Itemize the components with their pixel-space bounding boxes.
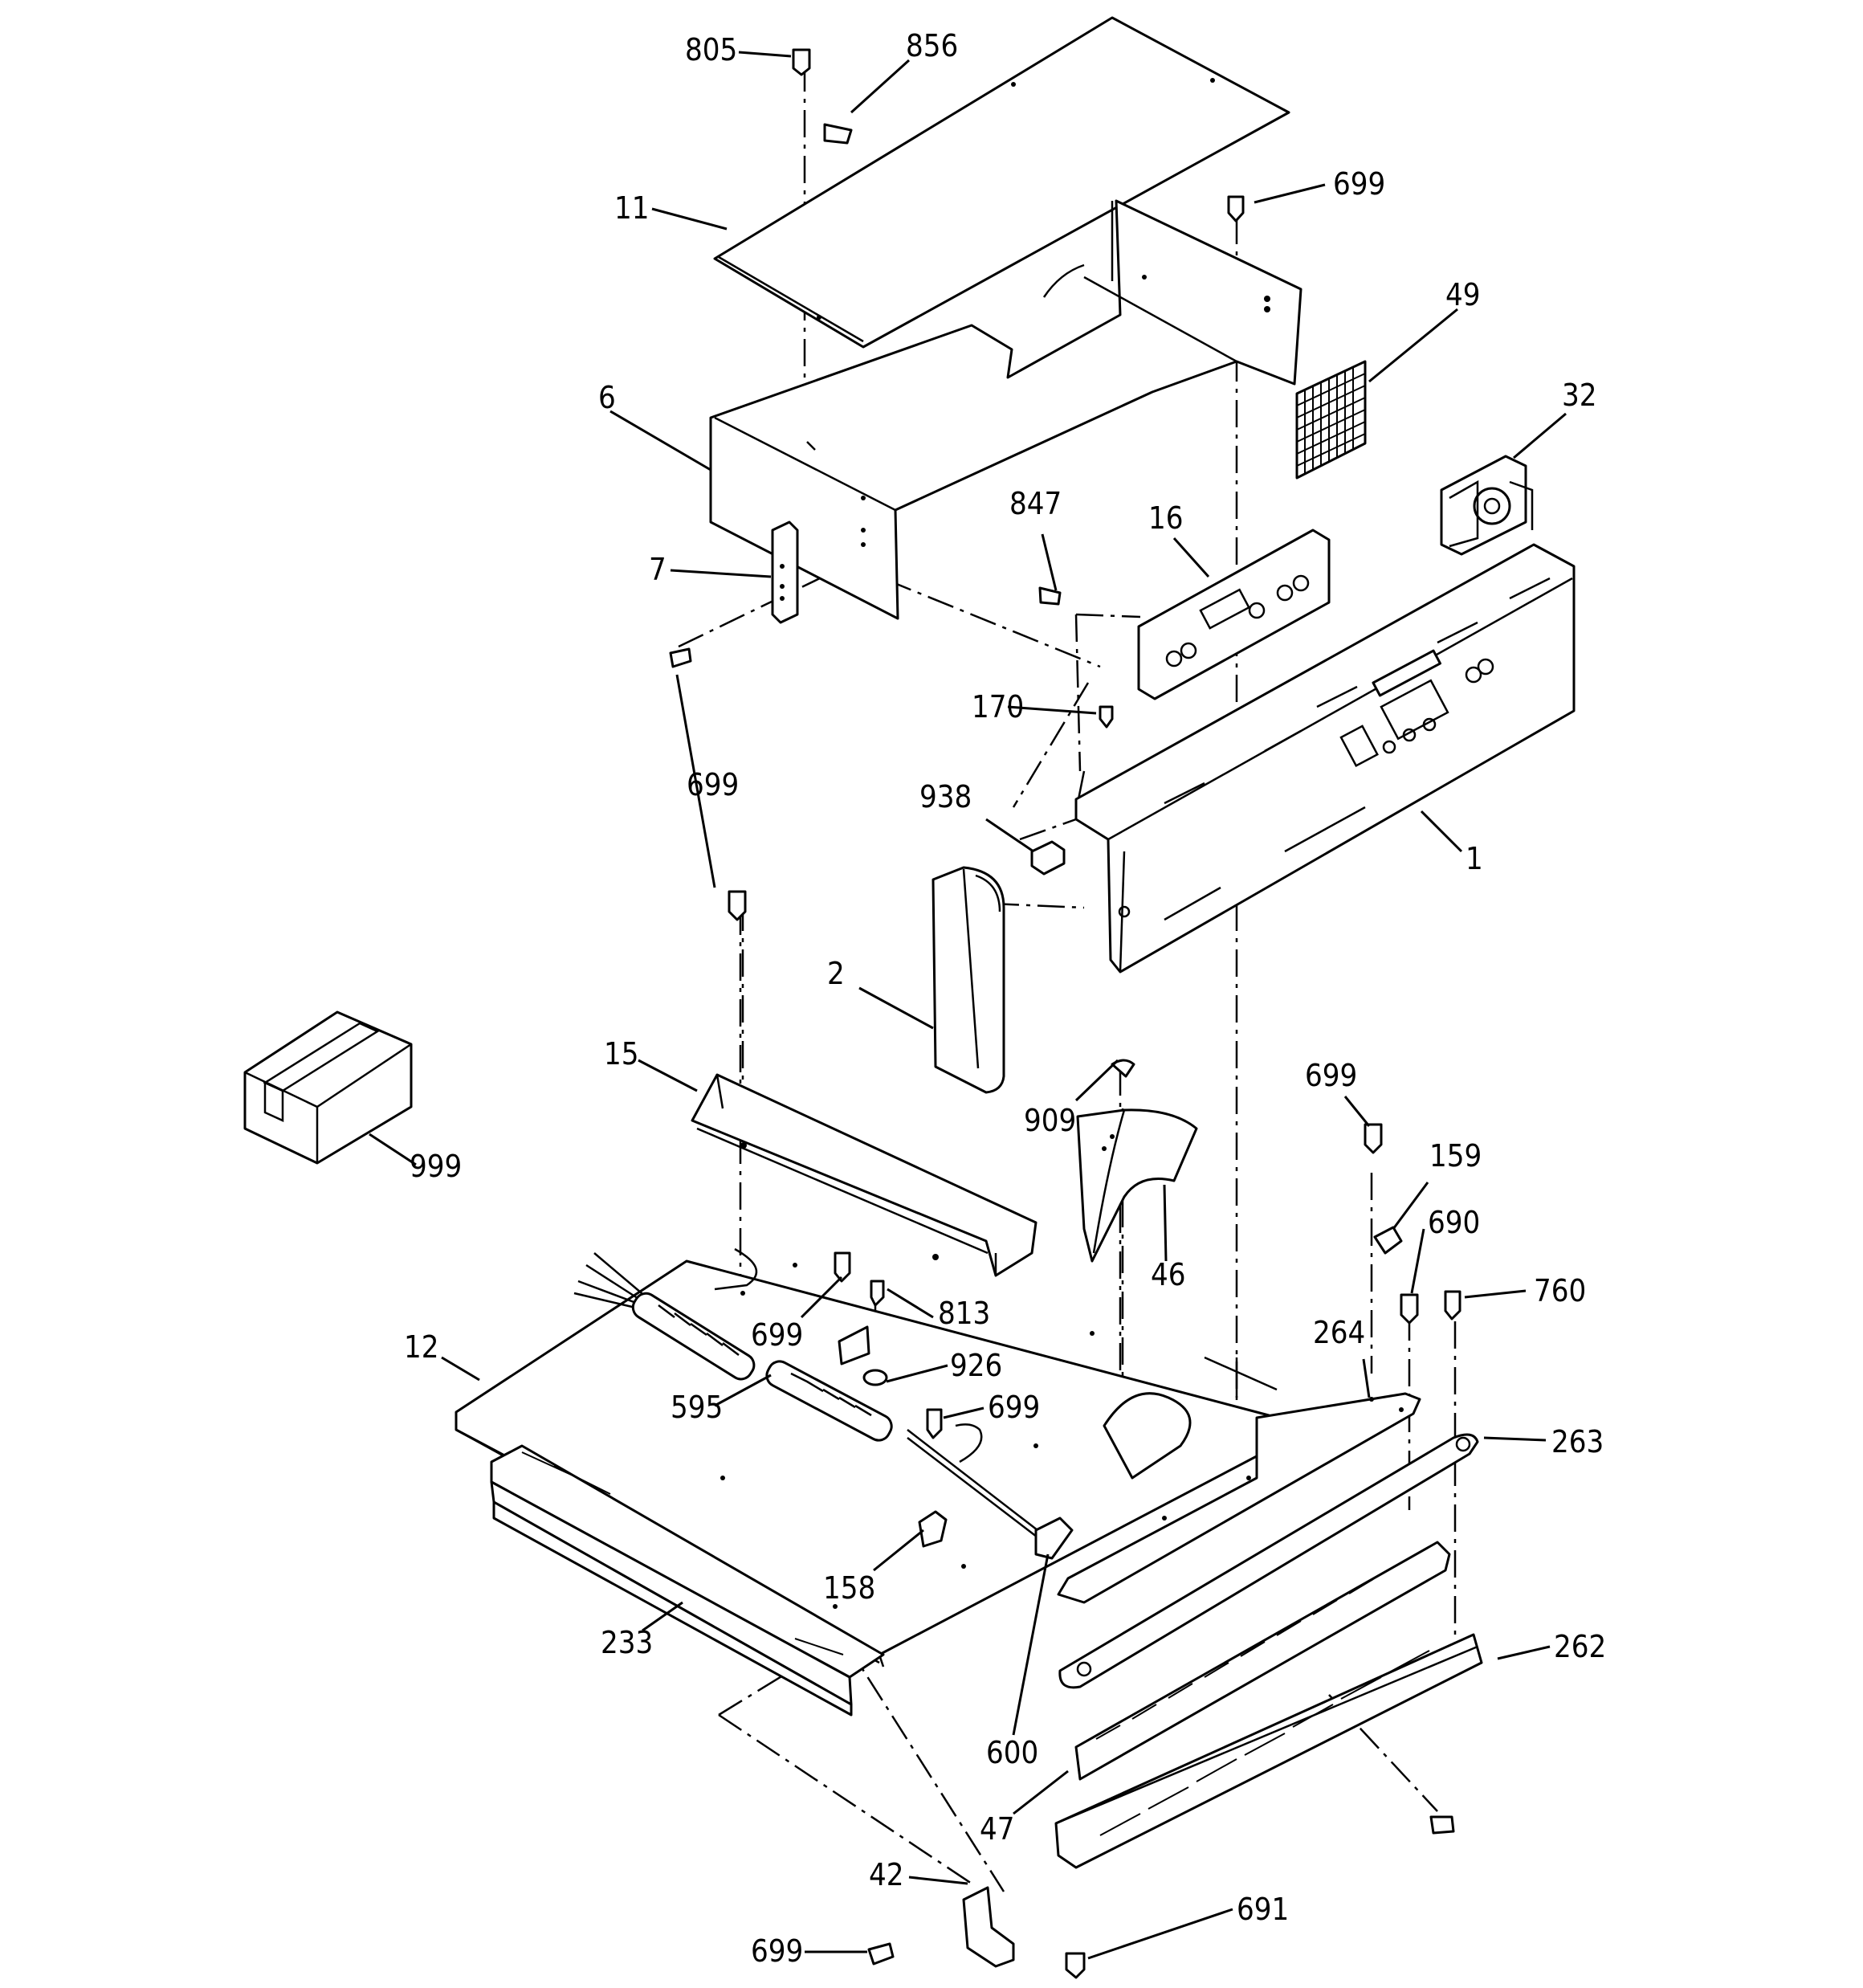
callout-999: 999 — [410, 1149, 462, 1184]
callout-170: 170 — [972, 689, 1024, 725]
vent-panel-47 — [1074, 1541, 1451, 1781]
callout-699: 699 — [751, 1317, 803, 1353]
callout-263: 263 — [1551, 1424, 1604, 1459]
small-fasteners — [669, 48, 1461, 1979]
callout-262: 262 — [1554, 1629, 1606, 1664]
callout-847: 847 — [1009, 486, 1062, 521]
callout-12: 12 — [404, 1329, 439, 1365]
callout-15: 15 — [604, 1036, 639, 1072]
callout-32: 32 — [1562, 378, 1597, 413]
callout-699: 699 — [1305, 1058, 1357, 1093]
back-wrapper-panel — [709, 199, 1302, 620]
callout-11: 11 — [614, 190, 650, 226]
callout-264: 264 — [1313, 1315, 1365, 1350]
callout-labels: 805 856 11 699 49 6 32 847 16 7 170 699 … — [404, 28, 1606, 1969]
front-trim-264 — [1057, 1392, 1421, 1604]
callout-233: 233 — [601, 1625, 653, 1660]
electronic-control-board — [1137, 529, 1331, 700]
callout-760: 760 — [1534, 1273, 1586, 1308]
toe-kick-262 — [1054, 1633, 1483, 1869]
callout-856: 856 — [906, 28, 958, 63]
callout-16: 16 — [1148, 500, 1184, 536]
callout-699: 699 — [751, 1933, 803, 1969]
callout-691: 691 — [1237, 1892, 1289, 1927]
callout-699: 699 — [687, 767, 739, 802]
callout-47: 47 — [980, 1811, 1015, 1847]
panel-clip — [1030, 840, 1066, 876]
callout-699: 699 — [1333, 166, 1385, 202]
callout-926: 926 — [950, 1348, 1002, 1383]
control-panel-backsplash — [1074, 543, 1576, 974]
vent-grille-screen — [1295, 360, 1367, 480]
callout-805: 805 — [685, 32, 737, 67]
panel-end-cap — [932, 866, 1005, 1094]
callout-2: 2 — [827, 956, 845, 991]
wire-harness-600 — [907, 1423, 1074, 1560]
callout-6: 6 — [598, 380, 616, 415]
callout-699: 699 — [988, 1390, 1040, 1425]
callout-7: 7 — [649, 552, 667, 587]
trim-strip-263 — [1058, 1433, 1479, 1689]
callout-813: 813 — [938, 1296, 990, 1331]
callout-595: 595 — [671, 1390, 723, 1425]
callout-42: 42 — [869, 1857, 904, 1892]
callout-leaders — [369, 51, 1567, 1960]
air-deflector — [1076, 1108, 1198, 1263]
callout-909: 909 — [1024, 1103, 1076, 1138]
cooling-fan-motor — [1440, 455, 1534, 556]
side-bracket — [771, 520, 799, 624]
callout-49: 49 — [1445, 277, 1481, 312]
callout-158: 158 — [823, 1570, 875, 1606]
bottom-insulation-tray — [490, 1444, 885, 1717]
literature-box — [243, 1010, 413, 1165]
bracket-42 — [962, 1886, 1015, 1968]
top-cover-plate — [713, 16, 1290, 349]
callout-46: 46 — [1151, 1257, 1186, 1292]
heating-element-595 — [573, 1252, 893, 1442]
callout-938: 938 — [919, 779, 972, 814]
callout-1: 1 — [1466, 841, 1483, 876]
callout-600: 600 — [986, 1735, 1038, 1770]
callout-690: 690 — [1428, 1205, 1480, 1240]
front-channel-rail — [691, 1073, 1037, 1277]
callout-159: 159 — [1429, 1138, 1482, 1174]
